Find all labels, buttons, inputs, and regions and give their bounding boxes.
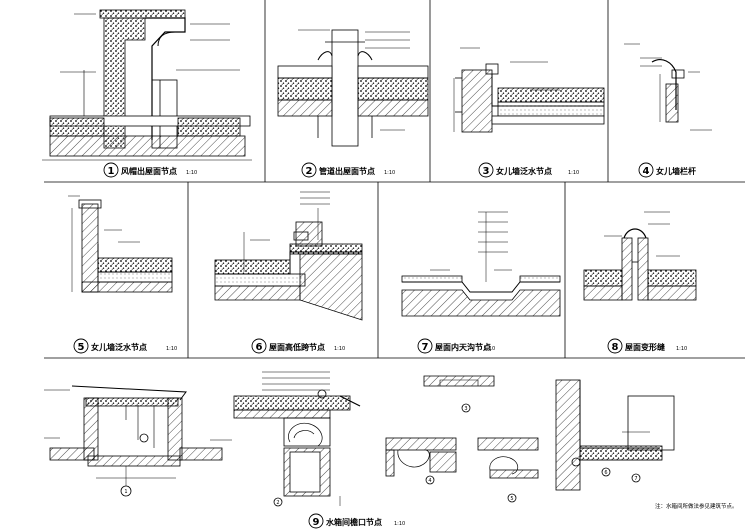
detail-3-caption: 女儿墙泛水节点 [496, 166, 552, 176]
detail-5-title: 5 女儿墙泛水节点 1:10 [73, 338, 177, 354]
sub-marker-6: 6 [604, 470, 607, 476]
detail-5-marker [73, 338, 89, 354]
detail-2-marker [301, 162, 317, 178]
detail-9-scale: 1:10 [394, 521, 405, 527]
detail-9-drawing [44, 371, 675, 507]
detail-6-caption: 屋面高低跨节点 [269, 342, 325, 352]
detail-6-scale: 1:10 [334, 346, 345, 352]
sub-detail-markers: 1 2 3 4 5 6 7 [124, 406, 637, 506]
detail-7-drawing [401, 211, 561, 317]
detail-6-drawing [214, 191, 363, 321]
detail-8-drawing [583, 211, 697, 301]
detail-5-drawing [68, 195, 173, 293]
detail-6-marker [251, 338, 267, 354]
sub-marker-3: 3 [464, 406, 467, 412]
detail-3-marker [478, 162, 494, 178]
detail-6-number: 6 [256, 342, 263, 353]
detail-2-title: 2 管道出屋面节点 1:10 [301, 162, 395, 178]
detail-4-title: 4 女儿墙栏杆 [638, 162, 696, 178]
detail-2-number: 2 [306, 166, 313, 177]
detail-5-number: 5 [78, 342, 85, 353]
detail-7-caption: 屋面内天沟节点 [435, 342, 491, 352]
panel-dividers [44, 0, 745, 359]
detail-3-scale: 1:10 [568, 170, 579, 176]
detail-9-number: 9 [313, 517, 320, 528]
detail-9-caption: 水箱间檐口节点 [325, 517, 382, 527]
detail-7-title: 7 屋面内天沟节点 1:10 [417, 338, 495, 354]
detail-4-caption: 女儿墙栏杆 [656, 166, 696, 176]
detail-5-caption: 女儿墙泛水节点 [91, 342, 147, 352]
detail-2-scale: 1:10 [384, 170, 395, 176]
sub-marker-1: 1 [124, 489, 127, 495]
detail-4-number: 4 [643, 166, 650, 177]
detail-2-drawing [277, 29, 429, 147]
detail-1-title: 1 风帽出屋面节点 1:10 [103, 162, 197, 178]
detail-8-title: 8 屋面变形缝 1:10 [607, 338, 687, 354]
detail-8-scale: 1:10 [676, 346, 687, 352]
sub-marker-4: 4 [428, 478, 431, 484]
detail-4-marker [638, 162, 654, 178]
detail-1-marker [103, 162, 119, 178]
sub-marker-2: 2 [276, 500, 279, 506]
detail-2-caption: 管道出屋面节点 [319, 166, 375, 176]
detail-3-drawing [453, 47, 605, 133]
detail-1-scale: 1:10 [186, 170, 197, 176]
detail-1-drawing [42, 9, 252, 161]
detail-7-marker [417, 338, 433, 354]
bottom-note: 注：水箱间所做法参见建筑节点。 [655, 502, 738, 510]
detail-1-number: 1 [108, 166, 115, 177]
detail-1-caption: 风帽出屋面节点 [121, 166, 177, 176]
detail-8-caption: 屋面变形缝 [625, 342, 665, 352]
detail-7-number: 7 [422, 342, 429, 353]
detail-6-title: 6 屋面高低跨节点 1:10 [251, 338, 345, 354]
detail-8-number: 8 [612, 342, 619, 353]
detail-9-marker [308, 513, 324, 529]
sub-marker-5: 5 [510, 496, 513, 502]
sub-marker-7: 7 [634, 476, 637, 482]
detail-5-scale: 1:10 [166, 346, 177, 352]
detail-3-title: 3 女儿墙泛水节点 1:10 [478, 162, 579, 178]
detail-9-title: 9 水箱间檐口节点 1:10 [308, 513, 405, 529]
detail-4-drawing [624, 43, 712, 131]
detail-3-number: 3 [483, 166, 490, 177]
detail-7-scale: 1:10 [484, 346, 495, 352]
detail-8-marker [607, 338, 623, 354]
